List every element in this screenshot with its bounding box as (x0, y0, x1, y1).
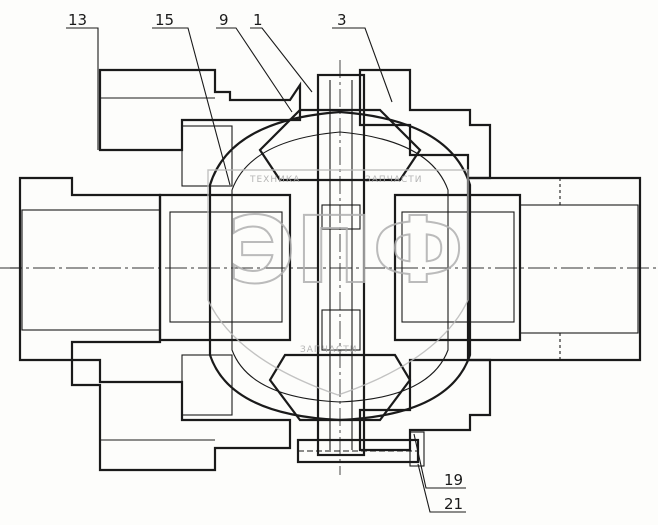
pinion-shaft (316, 73, 366, 457)
watermark-logo: ТЕХНИКА ЗАПЧАСТИ ЭПФ ЗАПЧАСТИ (207, 169, 469, 396)
watermark-text-bottom: ЗАПЧАСТИ (300, 345, 358, 355)
left-housing-bottom (70, 354, 292, 472)
callout-label-21: 21 (444, 495, 463, 513)
left-side-gear (158, 193, 292, 342)
differential-case (208, 110, 472, 422)
watermark-text-top-left: ТЕХНИКА (249, 175, 300, 185)
left-housing-top (98, 68, 302, 187)
callout-label-19: 19 (444, 471, 463, 489)
right-housing-bottom (358, 358, 492, 452)
right-half-shaft (466, 176, 642, 362)
callout-label-1: 1 (253, 11, 263, 29)
callout-label-9: 9 (219, 11, 229, 29)
lower-pinion-gear (268, 353, 412, 422)
watermark-text-top-right: ЗАПЧАСТИ (365, 175, 423, 185)
upper-pinion-gear (258, 108, 422, 182)
callout-label-15: 15 (155, 11, 174, 29)
callout-label-3: 3 (337, 11, 347, 29)
callout-leaders (66, 27, 466, 513)
right-side-gear (393, 193, 522, 342)
watermark-letters: ЭПФ (228, 197, 464, 304)
right-housing-top (358, 68, 492, 180)
callout-label-13: 13 (68, 11, 87, 29)
left-half-shaft (10, 176, 162, 362)
